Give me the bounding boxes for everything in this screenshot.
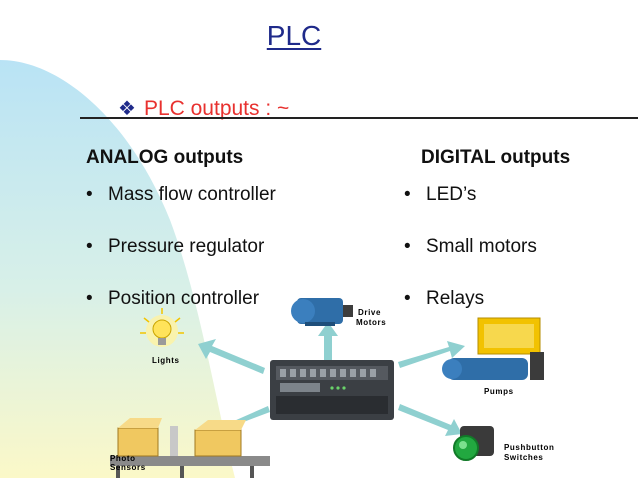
list-item: •Mass flow controller (86, 184, 276, 205)
list-item: •Small motors (404, 236, 537, 257)
lightbulb-icon (140, 308, 184, 347)
label-motors: Motors (356, 318, 386, 327)
label-drive: Drive (358, 308, 381, 317)
subtitle-text: PLC outputs : ~ (143, 97, 290, 120)
arrow-to-pushbutton (398, 404, 462, 436)
analog-heading: ANALOG outputs (86, 147, 244, 168)
motor-icon (291, 298, 353, 326)
list-item: •LED’s (404, 184, 477, 205)
slide-subtitle: ❖ PLC outputs : ~ (118, 96, 289, 121)
conveyor-sensor-icon (110, 418, 270, 478)
plc-unit (270, 360, 394, 420)
label-pumps: Pumps (484, 387, 514, 396)
list-item: •Position controller (86, 288, 260, 309)
pump-icon (442, 317, 544, 380)
diamond-bullet-icon: ❖ (118, 98, 136, 120)
label-lights: Lights (152, 356, 180, 365)
arrow-to-pumps (398, 341, 465, 368)
digital-heading: DIGITAL outputs (421, 147, 571, 168)
label-pushbutton: Pushbutton (504, 443, 554, 452)
list-item: •Pressure regulator (86, 236, 265, 257)
arrow-to-motors (318, 322, 338, 363)
pushbutton-icon (453, 426, 494, 461)
label-photo: Photo (110, 454, 136, 463)
slide-title: PLC (266, 20, 322, 51)
plc-outputs-diagram: Lights Drive Motors Pumps Photo Sensors … (110, 298, 554, 478)
label-switches: Switches (504, 453, 543, 462)
label-sensors: Sensors (110, 463, 146, 472)
arrow-to-lights (198, 339, 265, 374)
divider-line (80, 117, 638, 119)
list-item: •Relays (404, 288, 485, 309)
